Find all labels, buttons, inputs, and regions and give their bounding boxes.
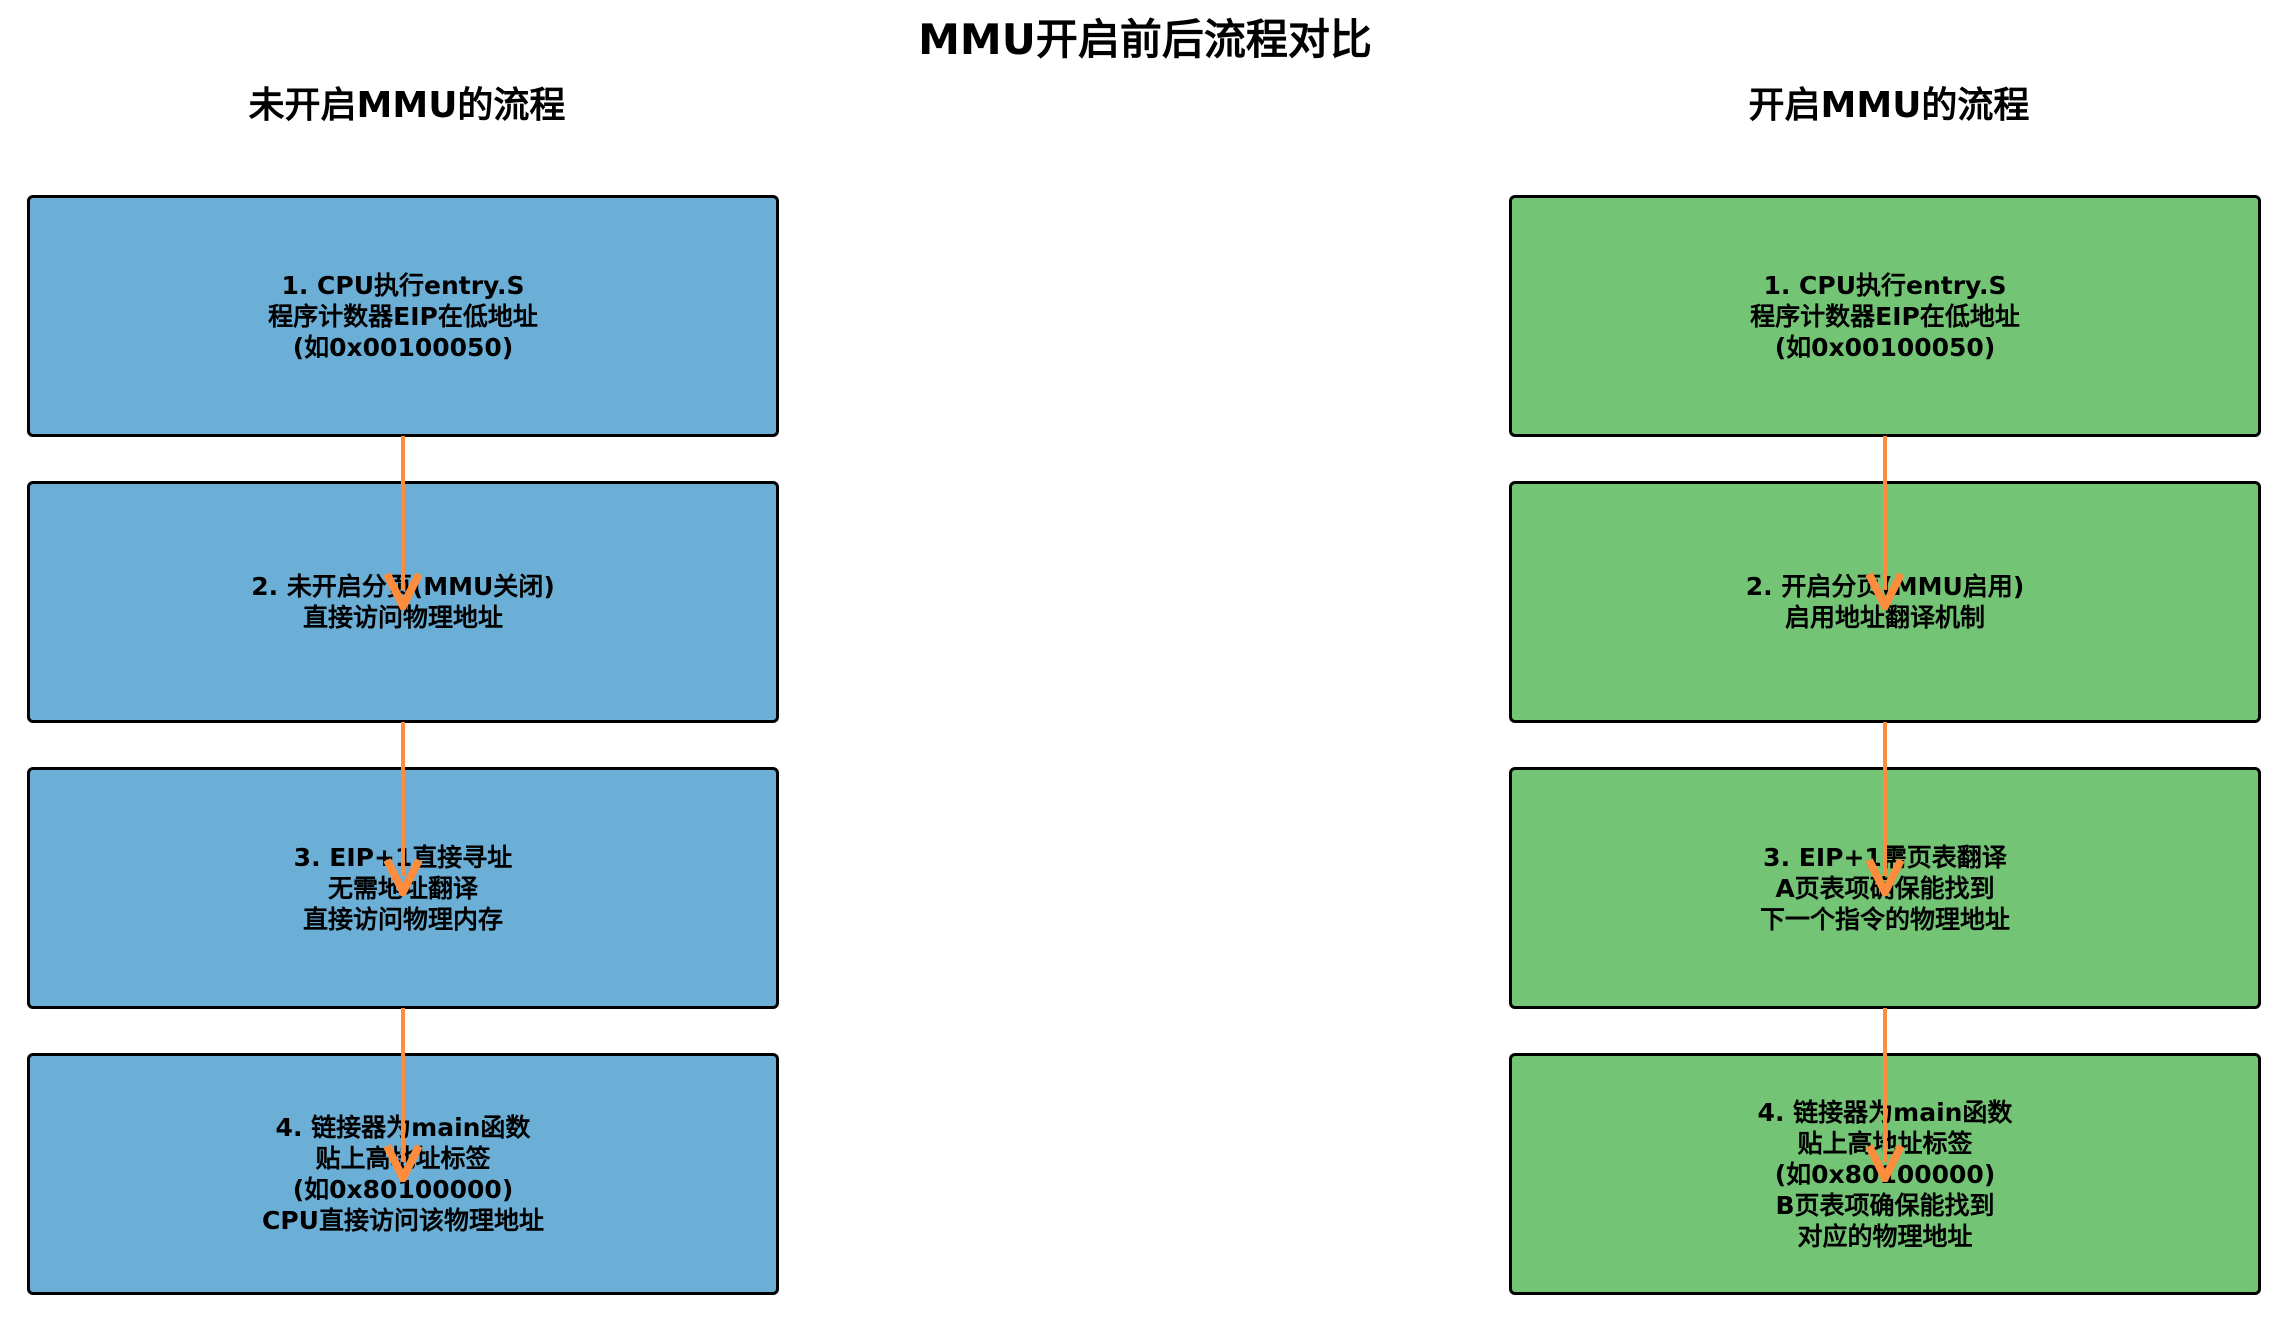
right-step-4-text: 4. 链接器为main函数 贴上高地址标签 (如0x80100000) B页表项… — [1757, 1097, 2013, 1251]
left-step-4-box: 4. 链接器为main函数 贴上高地址标签 (如0x80100000) CPU直… — [27, 1053, 779, 1295]
left-step-1-text: 1. CPU执行entry.S 程序计数器EIP在低地址 (如0x0010005… — [268, 270, 538, 362]
left-column-title: 未开启MMU的流程 — [248, 85, 566, 126]
right-step-4-box: 4. 链接器为main函数 贴上高地址标签 (如0x80100000) B页表项… — [1509, 1053, 2261, 1295]
left-step-2-box: 2. 未开启分页(MMU关闭) 直接访问物理地址 — [27, 481, 779, 723]
right-step-2-box: 2. 开启分页(MMU启用) 启用地址翻译机制 — [1509, 481, 2261, 723]
left-step-1-box: 1. CPU执行entry.S 程序计数器EIP在低地址 (如0x0010005… — [27, 195, 779, 437]
left-step-2-text: 2. 未开启分页(MMU关闭) 直接访问物理地址 — [251, 572, 555, 632]
right-step-1-box: 1. CPU执行entry.S 程序计数器EIP在低地址 (如0x0010005… — [1509, 195, 2261, 437]
left-step-3-text: 3. EIP+1直接寻址 无需地址翻译 直接访问物理内存 — [293, 842, 513, 934]
left-step-3-box: 3. EIP+1直接寻址 无需地址翻译 直接访问物理内存 — [27, 767, 779, 1009]
right-step-3-box: 3. EIP+1需页表翻译 A页表项确保能找到 下一个指令的物理地址 — [1509, 767, 2261, 1009]
diagram-title: MMU开启前后流程对比 — [918, 15, 1372, 64]
right-step-3-text: 3. EIP+1需页表翻译 A页表项确保能找到 下一个指令的物理地址 — [1759, 842, 2010, 934]
right-column-title: 开启MMU的流程 — [1748, 85, 2030, 126]
right-step-2-text: 2. 开启分页(MMU启用) 启用地址翻译机制 — [1745, 572, 2025, 632]
right-step-1-text: 1. CPU执行entry.S 程序计数器EIP在低地址 (如0x0010005… — [1750, 270, 2020, 362]
left-step-4-text: 4. 链接器为main函数 贴上高地址标签 (如0x80100000) CPU直… — [262, 1113, 544, 1235]
